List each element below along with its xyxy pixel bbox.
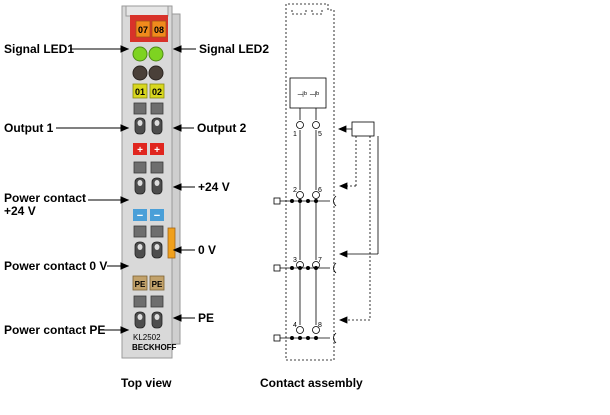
label-power-contact-24v-line1: Power contact	[4, 191, 87, 205]
spring-contact-opening	[137, 120, 143, 126]
label-signal-led2: Signal LED2	[199, 42, 270, 56]
plus-marker-right	[150, 143, 164, 155]
spring-contact-opening	[154, 244, 160, 250]
module-symbol-text: ⊣ᵇ ⊣ᵇ	[297, 90, 319, 99]
spring-contact-opening	[154, 314, 160, 320]
pe-marker-right	[149, 275, 165, 291]
label-0v: 0 V	[198, 243, 217, 257]
assembly-outline	[285, 3, 335, 361]
output-number-02: 02	[152, 87, 162, 97]
minus-sign-right: −	[154, 210, 160, 222]
terminal-slot	[150, 161, 164, 174]
terminal-slot	[150, 102, 164, 115]
pe-marker-left	[132, 275, 148, 291]
callout-arrows	[56, 45, 196, 334]
spring-contact-opening	[137, 314, 143, 320]
terminal-number-7: 7	[318, 257, 322, 264]
terminal-slot	[150, 295, 164, 308]
channel-number-07: 07	[138, 25, 148, 35]
label-output1: Output 1	[4, 121, 54, 135]
terminal-slot	[133, 225, 147, 238]
signal-led2	[148, 46, 164, 62]
terminal-side-rail	[171, 13, 181, 345]
terminal-number-3: 3	[293, 257, 297, 264]
terminal-number-8: 8	[318, 322, 322, 329]
label-power-contact-0v: Power contact 0 V	[4, 259, 108, 273]
terminal-number-6: 6	[318, 187, 322, 194]
terminal-slots	[133, 102, 164, 329]
minus-sign-left: −	[137, 210, 143, 222]
label-plus24v: +24 V	[198, 180, 230, 194]
external-connection-box	[351, 121, 375, 137]
signal-led1	[132, 46, 148, 62]
label-pe: PE	[198, 311, 215, 325]
plus-sign-right: +	[154, 145, 160, 156]
status-led-right	[148, 65, 164, 81]
pe-text-left: PE	[135, 280, 146, 289]
terminal-slot	[133, 161, 147, 174]
terminal-slot	[150, 225, 164, 238]
label-power-contact-24v-line2: +24 V	[4, 204, 36, 218]
spring-contact-opening	[137, 244, 143, 250]
terminal-top-view: 07 08 01 02 + + − − PE PE KL2502	[121, 5, 181, 359]
status-led-left	[132, 65, 148, 81]
channel-number-08: 08	[154, 25, 164, 35]
model-label: KL2502	[133, 333, 161, 342]
minus-marker-left	[133, 209, 147, 221]
contact-assembly: 1 5 2 6 3 7 4 8 ⊣ᵇ ⊣ᵇ	[273, 3, 379, 361]
terminal-number-1: 1	[293, 131, 297, 138]
label-power-contact-pe: Power contact PE	[4, 323, 106, 337]
module-symbol-box	[289, 77, 327, 109]
plus-sign-left: +	[137, 145, 143, 156]
output-tag-02	[149, 83, 165, 99]
caption-top-view: Top view	[121, 376, 172, 390]
terminal-slot	[133, 295, 147, 308]
output-number-01: 01	[135, 87, 145, 97]
zero-v-side-marker	[167, 227, 176, 259]
brand-label: BECKHOFF	[132, 343, 177, 352]
label-signal-led1: Signal LED1	[4, 42, 75, 56]
channel-badge-07	[135, 20, 151, 38]
terminal-number-5: 5	[318, 131, 322, 138]
output-tag-01	[132, 83, 148, 99]
spring-contact-opening	[137, 180, 143, 186]
spring-contact-opening	[154, 180, 160, 186]
plus-marker-left	[133, 143, 147, 155]
pe-text-right: PE	[152, 280, 163, 289]
minus-marker-right	[150, 209, 164, 221]
caption-contact-assembly: Contact assembly	[260, 376, 363, 390]
spring-contact-opening	[154, 120, 160, 126]
terminal-housing	[121, 5, 173, 359]
terminal-slot	[133, 102, 147, 115]
channel-badge-08	[151, 20, 167, 38]
terminal-number-2: 2	[293, 187, 297, 194]
terminal-number-4: 4	[293, 322, 297, 329]
label-output2: Output 2	[197, 121, 247, 135]
